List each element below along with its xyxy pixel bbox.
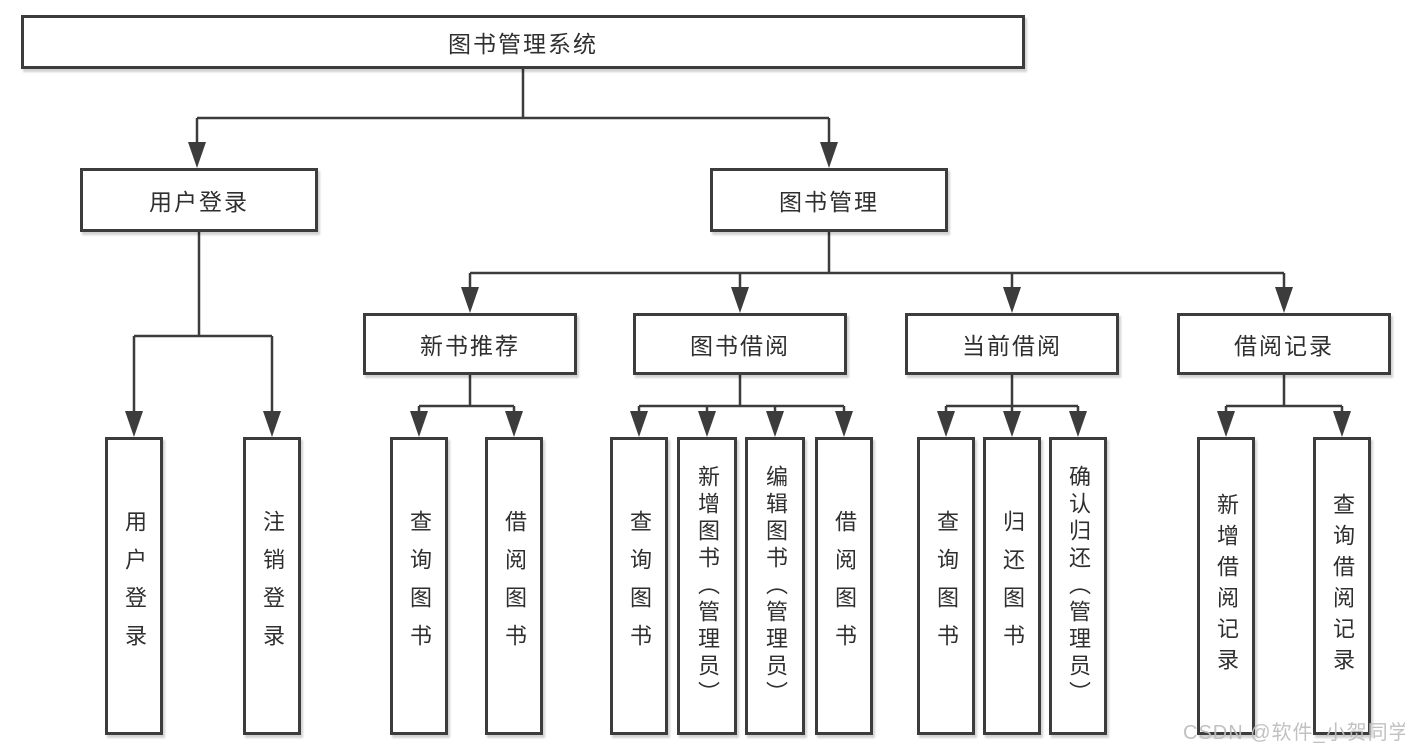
node-book-management: 图书管理 (710, 168, 948, 232)
node-book-borrow: 图书借阅 (633, 313, 847, 375)
leaf-label: 归还图书 (1000, 510, 1025, 662)
leaf-return-book: 归还图书 (983, 437, 1041, 735)
node-new-book-recommend: 新书推荐 (363, 313, 577, 375)
leaf-label: 借阅图书 (832, 510, 857, 662)
leaf-label: 查询图书 (627, 510, 652, 662)
leaf-label: 借阅图书 (502, 510, 527, 662)
node-current-borrow: 当前借阅 (905, 313, 1119, 375)
leaf-label: 注销登录 (260, 510, 285, 662)
leaf-query-borrow-record: 查询借阅记录 (1313, 437, 1371, 735)
leaf-borrow-book: 借阅图书 (815, 437, 873, 735)
leaf-label: 查询图书 (934, 510, 959, 662)
leaf-confirm-return-admin: 确认归还（管理员） (1049, 437, 1107, 735)
leaf-label: 确认归还（管理员） (1066, 464, 1091, 708)
leaf-label: 编辑图书（管理员） (763, 464, 788, 708)
node-borrow-records: 借阅记录 (1177, 313, 1391, 375)
leaf-query-book-recommend: 查询图书 (390, 437, 448, 735)
leaf-label: 新增图书（管理员） (695, 464, 720, 708)
leaf-query-book-borrow: 查询图书 (610, 437, 668, 735)
leaf-user-login: 用户登录 (105, 437, 163, 735)
leaf-borrow-book-recommend: 借阅图书 (485, 437, 543, 735)
leaf-edit-book-admin: 编辑图书（管理员） (745, 437, 805, 735)
csdn-watermark: CSDN @软件_小贺同学 (1183, 722, 1405, 744)
node-library-management-system: 图书管理系统 (21, 15, 1025, 69)
leaf-logout-login: 注销登录 (243, 437, 301, 735)
leaf-query-book-current: 查询图书 (917, 437, 975, 735)
leaf-label: 查询图书 (407, 510, 432, 662)
leaf-add-borrow-record: 新增借阅记录 (1197, 437, 1255, 735)
arrowheads (125, 142, 1351, 437)
leaf-label: 新增借阅记录 (1214, 493, 1239, 679)
leaf-label: 用户登录 (122, 510, 147, 662)
leaf-label: 查询借阅记录 (1330, 493, 1355, 679)
leaf-add-book-admin: 新增图书（管理员） (677, 437, 737, 735)
node-user-login: 用户登录 (80, 168, 318, 232)
